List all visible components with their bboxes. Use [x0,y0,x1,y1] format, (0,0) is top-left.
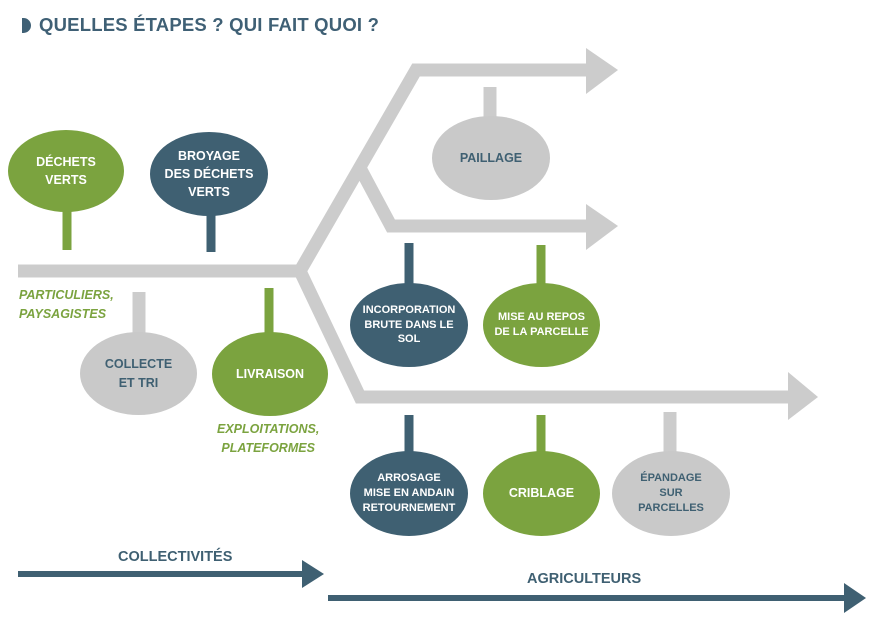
node-dechets-verts: DÉCHETS VERTS [8,130,124,212]
note-particuliers: PARTICULIERS, PAYSAGISTES [19,288,114,322]
node-collecte: COLLECTE ET TRI [80,332,197,415]
note-exploitations: EXPLOITATIONS, PLATEFORMES [217,422,320,456]
upper-branch-line [294,63,592,275]
node-epandage: ÉPANDAGE SUR PARCELLES [612,451,730,536]
node-criblage-label: CRIBLAGE [508,486,575,501]
node-epandage-label: ÉPANDAGE SUR PARCELLES [638,472,704,514]
lower-branch-line [294,268,792,404]
node-arrosage: ARROSAGE MISE EN ANDAIN RETOURNEMENT [350,451,468,536]
lower-arrow-head [788,372,818,420]
node-incorporation: INCORPORATION BRUTE DANS LE SOL [350,283,468,367]
node-paillage-label: PAILLAGE [459,150,523,165]
node-criblage: CRIBLAGE [483,451,600,536]
node-dechets-verts-label: DÉCHETS VERTS [36,154,96,187]
node-broyage: BROYAGE DES DÉCHETS VERTS [150,132,268,216]
node-paillage: PAILLAGE [432,116,550,200]
actor-collectivites-label: COLLECTIVITÉS [118,549,233,565]
title-bullet-icon [22,17,31,33]
agriculteurs-arrow-head [844,583,866,613]
upper-arrow-head [586,48,618,94]
node-mise-au-repos: MISE AU REPOS DE LA PARCELLE [483,283,600,367]
node-incorporation-label: INCORPORATION BRUTE DANS LE SOL [362,303,456,346]
page-title-text: QUELLES ÉTAPES ? QUI FAIT QUOI ? [39,14,380,35]
collectivites-arrow-head [302,560,324,588]
node-livraison: LIVRAISON [212,332,328,416]
node-livraison-label: LIVRAISON [235,366,305,381]
middle-branch-line [354,164,592,233]
node-arrosage-label: ARROSAGE MISE EN ANDAIN RETOURNEMENT [362,472,456,514]
node-mise-au-repos-label: MISE AU REPOS DE LA PARCELLE [494,311,589,338]
actor-agriculteurs-label: AGRICULTEURS [527,571,642,587]
node-collecte-label: COLLECTE ET TRI [104,357,173,390]
middle-arrow-head [586,204,618,250]
page-title: QUELLES ÉTAPES ? QUI FAIT QUOI ? [22,14,379,36]
node-broyage-label: BROYAGE DES DÉCHETS VERTS [164,148,254,200]
